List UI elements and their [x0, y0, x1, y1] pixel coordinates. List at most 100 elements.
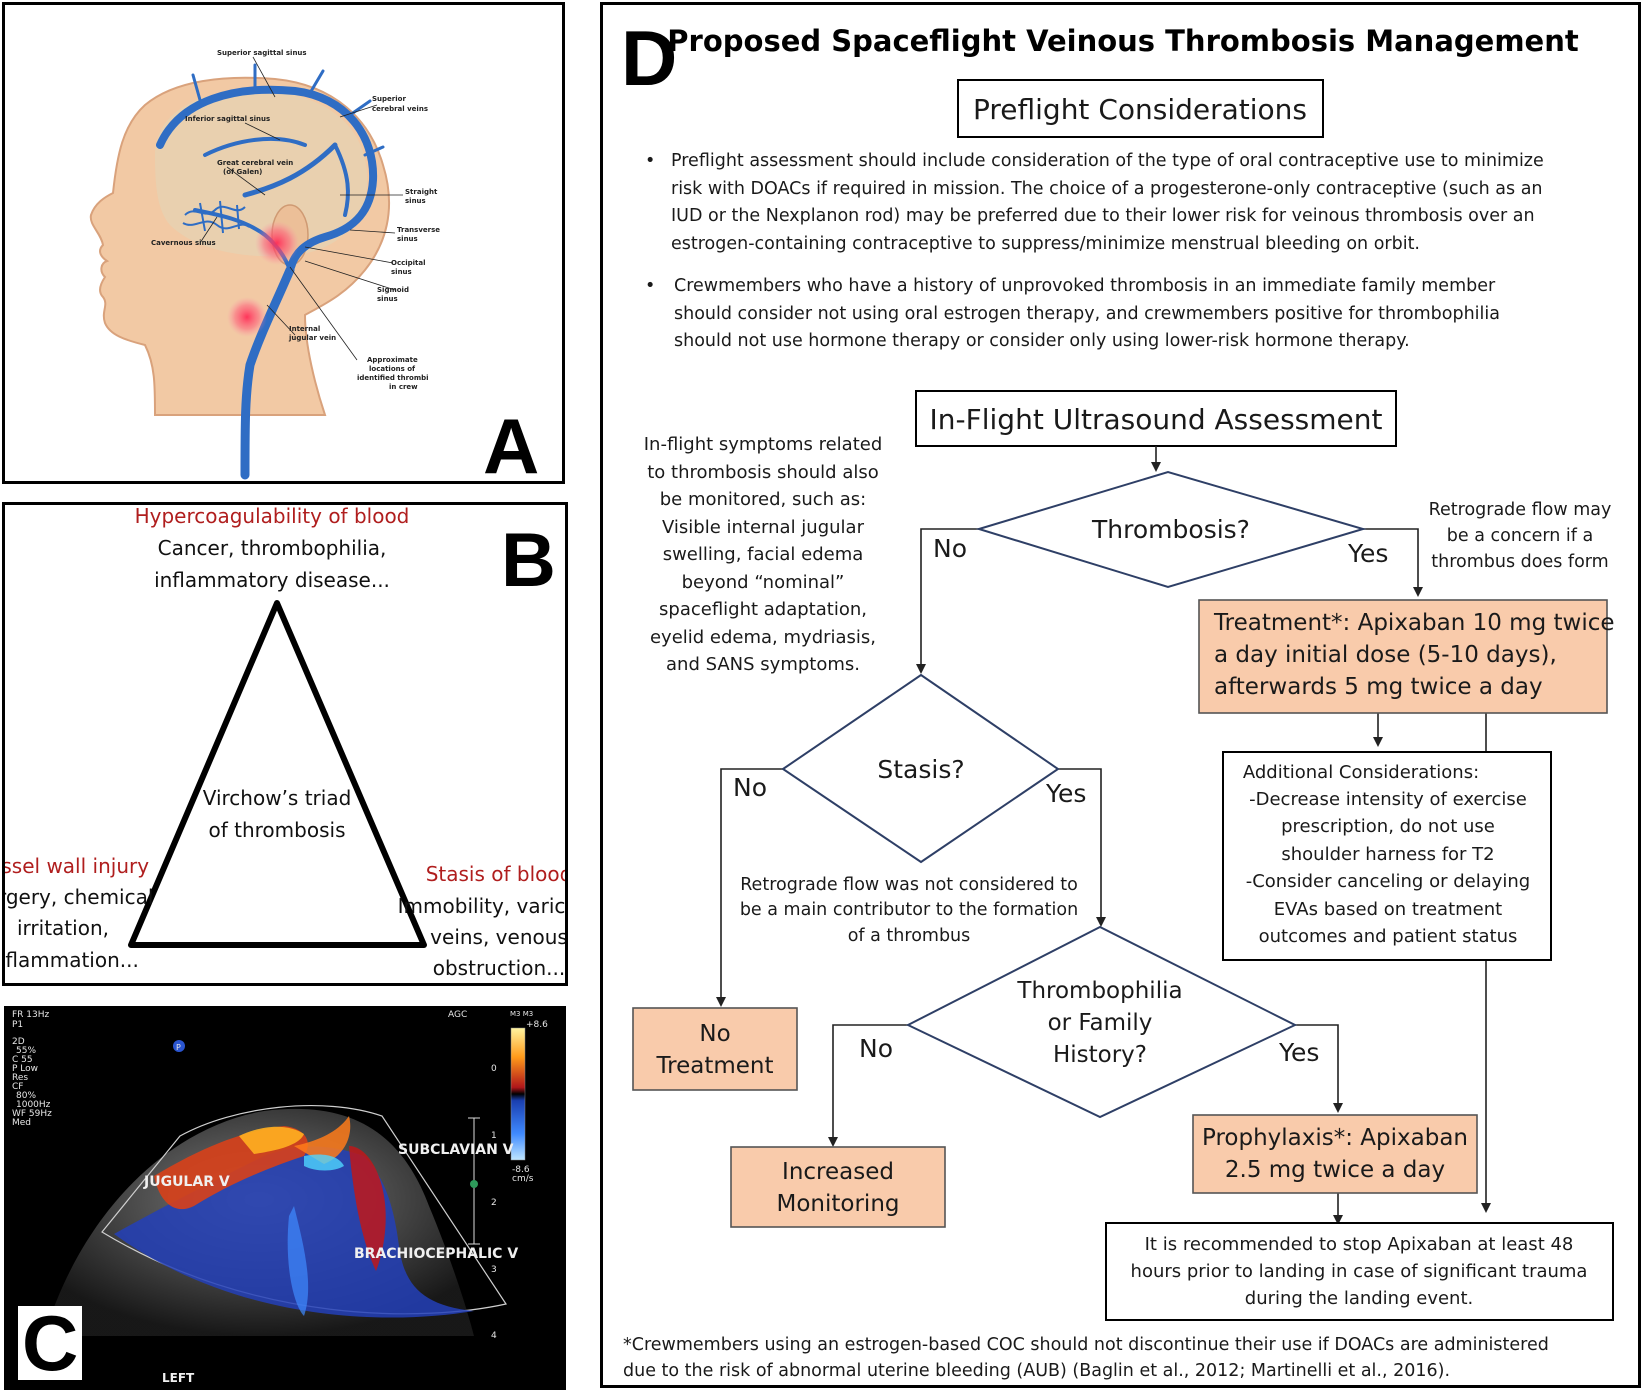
label-brachiocephalic-v: BRACHIOCEPHALIC V — [354, 1246, 518, 1262]
label-left: LEFT — [162, 1371, 195, 1385]
treatment-line-2: a day initial dose (5-10 days), — [1214, 642, 1557, 668]
panel-d-title: Proposed Spaceflight Veinous Thrombosis … — [667, 24, 1579, 58]
depth-tick-3: 3 — [491, 1265, 497, 1275]
panel-d: Proposed Spaceflight Veinous Thrombosis … — [600, 2, 1641, 1388]
increased-monitoring-box — [730, 1146, 946, 1228]
additional-line-6: EVAs based on treatment — [1274, 899, 1502, 920]
setting-8: 1000Hz — [16, 1100, 51, 1110]
label-thrombi-2: locations of — [369, 365, 416, 373]
symptoms-line-7: spaceflight adaptation, — [659, 599, 867, 620]
probe-marker-label: P — [176, 1043, 181, 1052]
head-vein-illustration: Superior sagittal sinus Superior cerebra… — [89, 49, 440, 480]
setting-5: Res — [12, 1073, 28, 1083]
thrombophilia-line-2: or Family — [1048, 1010, 1153, 1036]
no-treatment-line-1: No — [699, 1021, 730, 1047]
footnote-line-1: *Crewmembers using an estrogen-based COC… — [623, 1335, 1549, 1355]
label-transverse-sinus: Transverse — [397, 226, 440, 234]
stop-apixaban-line-3: during the landing event. — [1245, 1288, 1473, 1309]
label-sigmoid-sinus-2: sinus — [377, 295, 398, 303]
bullet-1-line-2: risk with DOACs if required in mission. … — [671, 179, 1543, 199]
prophylaxis-line-1: Prophylaxis*: Apixaban — [1202, 1125, 1468, 1151]
thrombus-marker-lower — [227, 297, 267, 337]
thrombus-marker-upper — [255, 221, 299, 265]
retrograde-not-line-3: of a thrombus — [848, 926, 971, 946]
additional-line-5: -Consider canceling or delaying — [1246, 871, 1531, 892]
additional-considerations-box — [1222, 751, 1552, 961]
setting-9: WF 59Hz — [12, 1109, 52, 1119]
retrograde-not-line-2: be a main contributor to the formation — [740, 900, 1078, 920]
bullet-2-marker: • — [645, 276, 655, 296]
scale-top: +8.6 — [526, 1020, 548, 1030]
top-line-1: Cancer, thrombophilia, — [158, 536, 387, 560]
ultrasound-image: FR 13Hz P1 2D 55% C 55 P Low Res CF 80% … — [4, 1006, 566, 1390]
bullet-1-line-4: estrogen-containing contraceptive to sup… — [671, 234, 1420, 254]
leader-lines — [199, 56, 403, 361]
bullet-1-marker: • — [645, 151, 655, 171]
panel-a-letter: A — [483, 402, 540, 484]
frame-rate-label: FR 13Hz — [12, 1010, 50, 1020]
scale-unit: cm/s — [512, 1174, 534, 1184]
stasis-yes: Yes — [1045, 779, 1086, 808]
setting-10: Med — [12, 1118, 31, 1128]
no-treatment-box — [632, 1007, 798, 1091]
label-occipital-sinus: Occipital — [391, 259, 426, 267]
increased-monitoring-line-1: Increased — [782, 1159, 894, 1185]
setting-6: CF — [12, 1082, 23, 1092]
thrombophilia-yes: Yes — [1278, 1038, 1319, 1067]
right-line-2: veins, venous — [430, 925, 565, 949]
label-superior-cerebral-veins: Superior — [372, 95, 406, 103]
stasis-no: No — [733, 773, 767, 802]
prophylaxis-box — [1192, 1114, 1478, 1194]
preflight-header: Preflight Considerations — [973, 93, 1307, 126]
bullet-1-line-1: Preflight assessment should include cons… — [671, 151, 1544, 171]
label-great-cerebral-vein: Great cerebral vein — [217, 159, 293, 167]
cavernous-plexus — [182, 200, 250, 234]
right-line-1: Immobility, varicose — [398, 894, 565, 918]
label-inferior-sagittal-sinus: Inferior sagittal sinus — [185, 115, 270, 123]
inflight-header-box — [915, 390, 1397, 447]
right-title: Stasis of blood — [426, 862, 565, 886]
inflight-header: In-Flight Ultrasound Assessment — [930, 403, 1383, 436]
label-superior-cerebral-veins-2: cerebral veins — [372, 105, 428, 113]
thrombophilia-no: No — [859, 1034, 893, 1063]
depth-tick-1: 1 — [491, 1131, 497, 1141]
setting-7: 80% — [16, 1091, 36, 1101]
label-thrombi: Approximate — [367, 356, 418, 364]
label-sigmoid-sinus: Sigmoid — [377, 286, 409, 294]
thrombophilia-line-1: Thrombophilia — [1016, 978, 1182, 1004]
treatment-line-1: Treatment*: Apixaban 10 mg twice — [1213, 610, 1615, 636]
depth-tick-4: 4 — [491, 1331, 497, 1341]
label-internal-jugular-2: jugular vein — [288, 334, 336, 342]
label-subclavian-v: SUBCLAVIAN V — [398, 1142, 514, 1158]
additional-line-4: shoulder harness for T2 — [1281, 844, 1494, 865]
stasis-diamond — [781, 673, 1060, 864]
treatment-box — [1198, 599, 1608, 714]
stop-apixaban-line-2: hours prior to landing in case of signif… — [1131, 1261, 1588, 1282]
left-line-2: irritation, — [17, 916, 109, 940]
color-scale-bar — [510, 1027, 526, 1161]
increased-monitoring-line-2: Monitoring — [777, 1191, 900, 1217]
setting-1: 2D — [12, 1037, 25, 1047]
panel-b: Hypercoagulability of blood Cancer, thro… — [2, 502, 568, 986]
scale-bottom: -8.6 — [512, 1165, 530, 1175]
top-title: Hypercoagulability of blood — [135, 505, 410, 528]
symptoms-line-3: be monitored, such as: — [660, 489, 866, 510]
label-transverse-sinus-2: sinus — [397, 235, 418, 243]
probe-marker — [173, 1040, 185, 1052]
preset-label: P1 — [12, 1020, 23, 1030]
setting-2: 55% — [16, 1046, 36, 1056]
symptoms-line-6: beyond “nominal” — [682, 572, 845, 593]
top-line-2: inflammatory disease... — [154, 568, 390, 592]
stasis-question: Stasis? — [877, 755, 964, 784]
no-treatment-line-2: Treatment — [655, 1053, 773, 1079]
thrombosis-no: No — [933, 534, 967, 563]
management-flowchart: Proposed Spaceflight Veinous Thrombosis … — [623, 24, 1615, 1381]
label-internal-jugular: Internal — [289, 325, 320, 333]
retrograde-concern-line-2: be a concern if a — [1447, 526, 1593, 546]
label-straight-sinus-2: sinus — [405, 197, 426, 205]
left-line-3: inflammation... — [5, 948, 139, 972]
label-great-cerebral-vein-2: (of Galen) — [223, 168, 262, 176]
depth-tick-0: 0 — [491, 1064, 497, 1074]
additional-line-1: Additional Considerations: — [1243, 762, 1479, 783]
label-thrombi-3: identified thrombi — [357, 374, 429, 382]
